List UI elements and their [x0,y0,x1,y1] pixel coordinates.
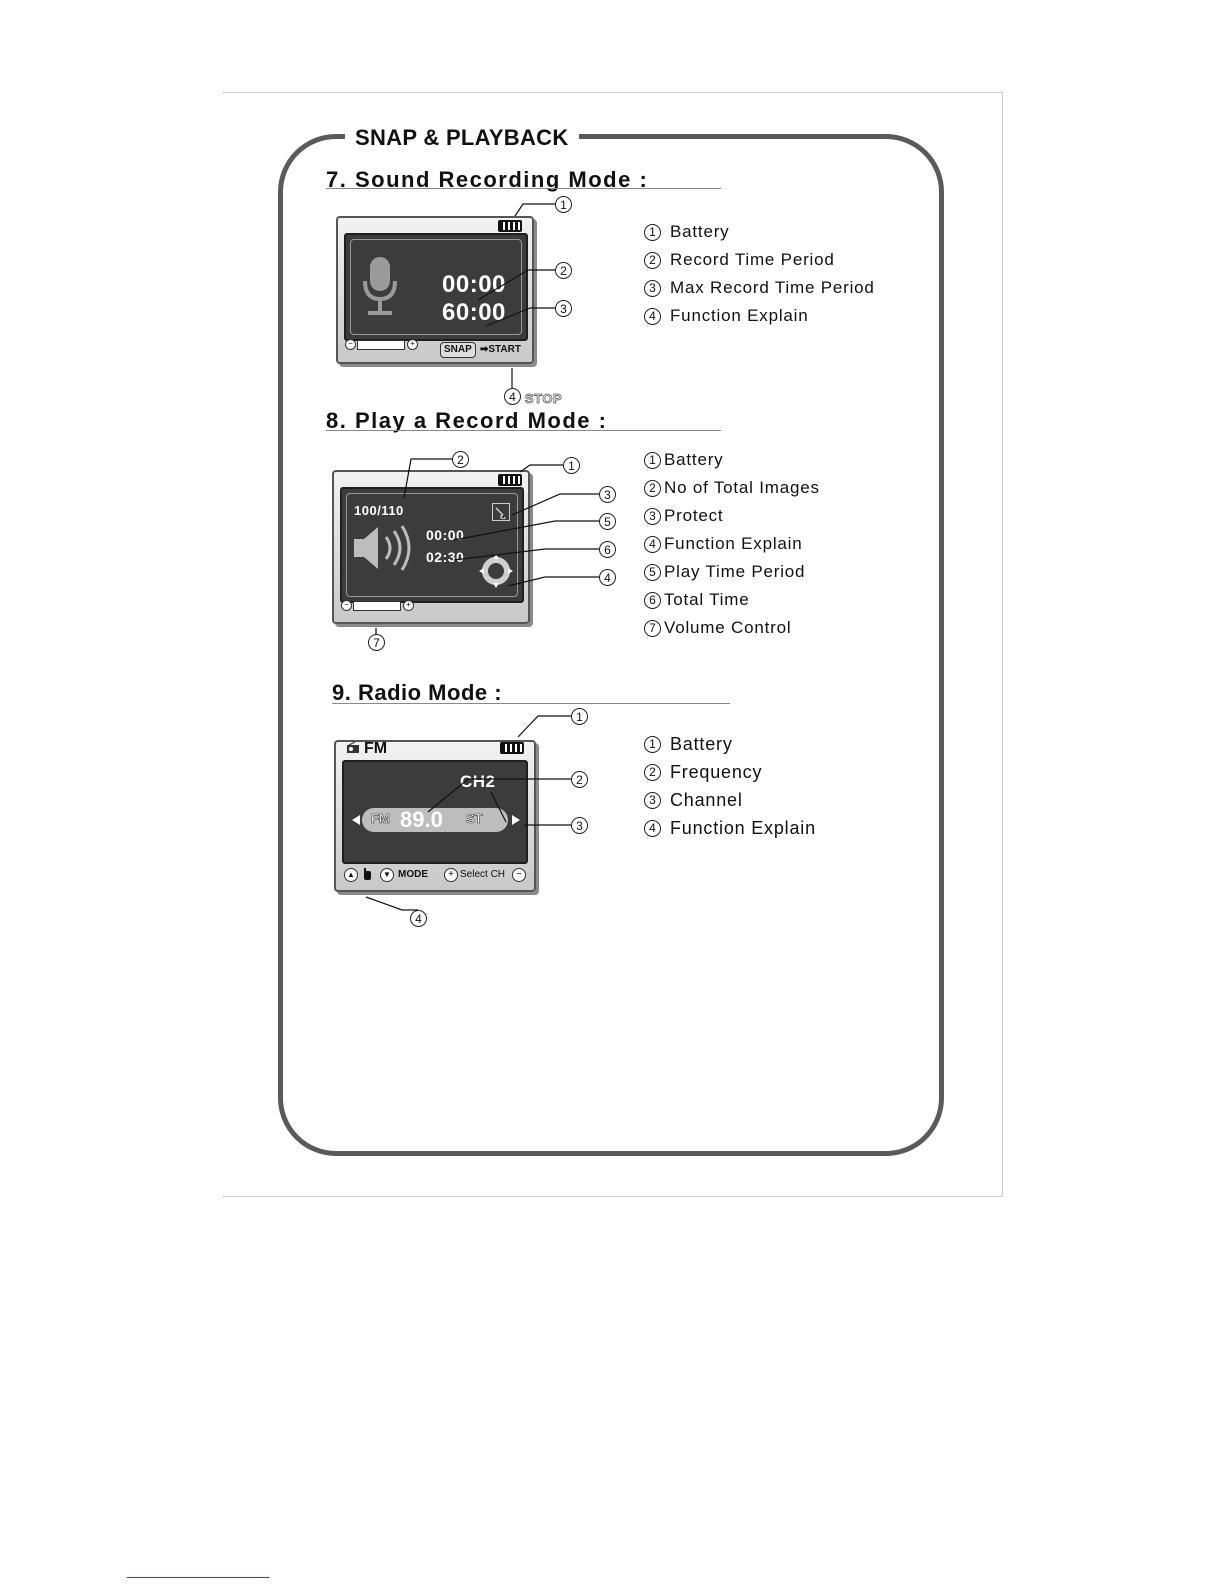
page-top-rule [222,92,1002,93]
start-label: ➡START [480,344,521,355]
up-button-icon[interactable]: ▲ [344,868,358,882]
recording-screen-mockup: 00:00 60:00 − + SNAP ➡START [336,216,534,364]
page-bottom-rule [222,1196,1002,1197]
record-time: 00:00 [442,271,506,298]
battery-icon [500,742,524,754]
callout-1: 1 [571,708,588,725]
battery-icon [498,220,522,232]
volume-slider[interactable] [357,340,405,350]
tune-right-icon[interactable] [512,815,520,825]
callout-4: 4 [599,569,616,586]
page-right-rule [1002,92,1003,1197]
callout-1: 1 [563,457,580,474]
volume-up-icon[interactable]: + [403,600,414,611]
battery-icon [498,474,522,486]
callout-7: 7 [368,634,385,651]
callout-3: 3 [571,817,588,834]
section-rule [326,188,721,189]
frequency-value: 89.0 [400,807,443,832]
lcd-screen: CH2 FM 89.0 ST [342,760,528,864]
stereo-label: ST [466,811,483,827]
callout-2: 2 [571,771,588,788]
max-record-time: 60:00 [442,299,506,326]
footnote-rule [127,1577,269,1578]
callout-4: 4 [410,910,427,927]
section-title-play-record: 8. Play a Record Mode : [326,408,608,433]
callout-6: 6 [599,541,616,558]
band-label: FM [371,811,390,827]
minus-button-icon[interactable]: − [512,868,526,882]
callout-3: 3 [599,486,616,503]
callout-2: 2 [555,262,572,279]
volume-down-icon[interactable]: − [345,339,356,350]
frequency-display: FM 89.0 ST [362,807,508,832]
radio-icon [347,742,359,753]
plus-button-icon[interactable]: + [444,868,458,882]
speaker-icon [354,525,411,571]
section-frame [278,134,944,1156]
total-time: 02:30 [426,549,465,565]
lcd-screen: 100/110 00:00 02:30 [340,487,524,603]
volume-down-icon[interactable]: − [341,600,352,611]
snap-button[interactable]: SNAP [440,342,476,358]
callout-3: 3 [555,300,572,317]
frame-title: SNAP & PLAYBACK [345,124,579,152]
navigation-pad-icon[interactable] [478,553,514,589]
playback-screen-mockup: 100/110 00:00 02:30 − + [332,470,530,624]
microphone-icon [363,257,397,315]
section-rule [326,430,721,431]
image-count: 100/110 [354,503,404,518]
stop-label: STOP [525,391,563,407]
mode-label: FM [364,740,388,757]
tune-left-icon[interactable] [352,815,360,825]
protect-icon [492,503,510,521]
callout-1: 1 [555,196,572,213]
callout-2: 2 [452,451,469,468]
lcd-screen: 00:00 60:00 [344,233,528,341]
channel-label: CH2 [460,772,496,791]
section-title-radio: 9. Radio Mode : [332,680,503,705]
select-channel-label[interactable]: Select CH [460,869,506,880]
play-time: 00:00 [426,527,465,543]
hand-icon [364,868,371,880]
section-rule [332,703,730,704]
down-button-icon[interactable]: ▼ [380,868,394,882]
volume-up-icon[interactable]: + [407,339,418,350]
callout-5: 5 [599,513,616,530]
radio-screen-mockup: FM CH2 FM 89.0 ST ▲ ▼ MODE + Select CH − [334,740,536,892]
mode-button-label[interactable]: MODE [398,869,428,880]
section-title-sound-recording: 7. Sound Recording Mode : [326,167,649,192]
volume-slider[interactable] [353,601,401,611]
callout-4: 4 [504,388,521,405]
